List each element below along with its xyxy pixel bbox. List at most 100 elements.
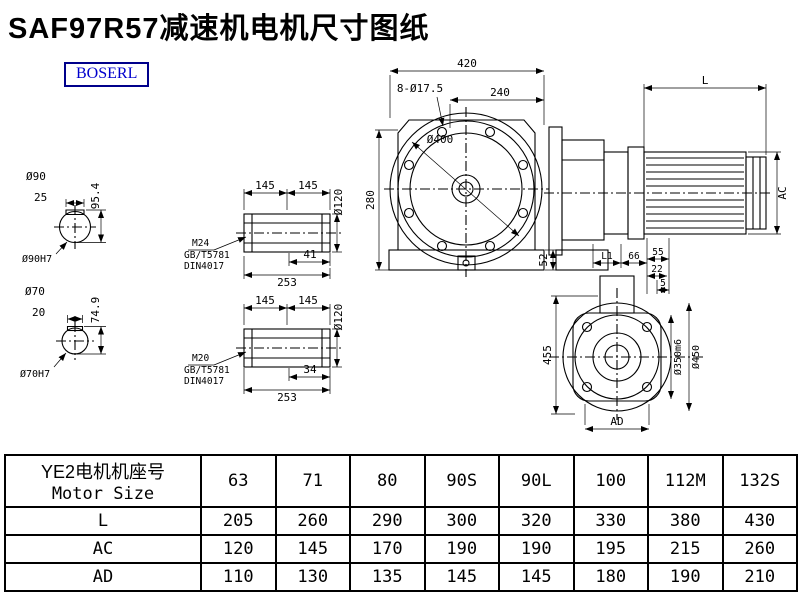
cell-L-6: 380 (647, 506, 724, 536)
dim-145-a: 145 (255, 179, 275, 192)
dimension-drawing: 420 8-Ø17.5 240 Ø400 280 52 L AC (20, 57, 789, 432)
dim-L: L (702, 74, 709, 87)
cell-L-4: 320 (498, 506, 575, 536)
motor-size-table: YE2电机机座号 Motor Size 63 71 80 90S 90L 100… (4, 454, 798, 592)
dim-455: 455 (541, 345, 554, 365)
side-view-dimensions (592, 84, 781, 294)
table-row-L: L 205 260 290 300 320 330 380 430 (4, 506, 798, 536)
cell-AD-5: 180 (572, 562, 649, 592)
dim-L1: L1 (601, 251, 613, 262)
table-row-AD: AD 110 130 135 145 145 180 190 210 (4, 562, 798, 592)
hollow-shaft-m20 (236, 328, 342, 368)
column-header-71: 71 (274, 454, 351, 508)
dim-d120-top: Ø120 (332, 189, 345, 216)
cell-AC-3: 190 (423, 534, 500, 564)
dim-5: 5 (660, 278, 666, 289)
cell-L-2: 290 (349, 506, 426, 536)
label-din4017-bottom: DIN4017 (184, 376, 224, 387)
table-header-row: YE2电机机座号 Motor Size 63 71 80 90S 90L 100… (4, 454, 798, 508)
row-label-L: L (4, 506, 202, 536)
header-cn-label: YE2电机机座号 (40, 462, 166, 482)
cell-L-5: 330 (572, 506, 649, 536)
table-header-motor-size: YE2电机机座号 Motor Size (4, 454, 202, 508)
dim-55: 55 (652, 247, 663, 258)
label-gb-t5781-top: GB/T5781 (184, 250, 230, 261)
cell-AD-6: 190 (647, 562, 724, 592)
dim-d400: Ø400 (427, 133, 454, 146)
dim-key25: 25 (34, 191, 47, 204)
cell-AC-0: 120 (200, 534, 277, 564)
dim-41: 41 (303, 248, 316, 261)
column-header-80: 80 (349, 454, 426, 508)
dim-34: 34 (303, 363, 317, 376)
shaft-section-70 (56, 322, 94, 360)
label-din4017-top: DIN4017 (184, 261, 224, 272)
dim-74-9: 74.9 (89, 297, 102, 324)
dim-AD: AD (610, 415, 623, 428)
cell-AC-1: 145 (274, 534, 351, 564)
dim-d90: Ø90 (26, 170, 46, 183)
table-row-AC: AC 120 145 170 190 190 195 215 260 (4, 534, 798, 564)
dim-280: 280 (364, 190, 377, 210)
dim-key20: 20 (32, 306, 45, 319)
dim-66: 66 (628, 251, 640, 262)
page-title: SAF97R57减速机电机尺寸图纸 (8, 13, 430, 45)
cell-L-7: 430 (721, 506, 798, 536)
column-header-100: 100 (572, 454, 649, 508)
dim-8xd17-5: 8-Ø17.5 (397, 82, 443, 95)
dim-d450: Ø450 (690, 345, 702, 369)
cell-AC-6: 215 (647, 534, 724, 564)
cell-AC-5: 195 (572, 534, 649, 564)
shaft-70-dimensions (53, 315, 106, 368)
dim-d90h7: Ø90H7 (22, 253, 52, 265)
cell-AD-2: 135 (349, 562, 426, 592)
flange-view-dimensions (551, 295, 692, 432)
cell-AC-7: 260 (721, 534, 798, 564)
front-view-dimensions (375, 68, 558, 271)
dim-d70: Ø70 (25, 285, 45, 298)
label-m20: M20 (192, 353, 209, 364)
dim-95-4: 95.4 (89, 182, 102, 209)
dim-d350m6: Ø350m6 (672, 339, 684, 375)
shaft-90-dimensions (55, 199, 106, 255)
cell-AD-4: 145 (498, 562, 575, 592)
dim-240: 240 (490, 86, 510, 99)
dim-d70h7: Ø70H7 (20, 368, 50, 380)
column-header-90l: 90L (498, 454, 575, 508)
row-label-AC: AC (4, 534, 202, 564)
dim-145-b: 145 (298, 179, 318, 192)
cell-L-1: 260 (274, 506, 351, 536)
dim-145-c: 145 (255, 294, 275, 307)
dim-22: 22 (651, 264, 662, 275)
cell-AD-7: 210 (721, 562, 798, 592)
dim-253-bottom: 253 (277, 391, 297, 404)
row-label-AD: AD (4, 562, 202, 592)
hollow-m20-dimensions (188, 304, 342, 394)
cell-L-0: 205 (200, 506, 277, 536)
cell-AD-0: 110 (200, 562, 277, 592)
column-header-112m: 112M (647, 454, 724, 508)
cell-AD-3: 145 (423, 562, 500, 592)
hollow-shaft-m24 (236, 213, 342, 253)
cell-AC-4: 190 (498, 534, 575, 564)
label-gb-t5781-bottom: GB/T5781 (184, 365, 230, 376)
column-header-90s: 90S (423, 454, 500, 508)
dim-d120-bottom: Ø120 (332, 304, 345, 331)
dim-420: 420 (457, 57, 477, 70)
hollow-m24-dimensions (188, 189, 342, 279)
dim-253-top: 253 (277, 276, 297, 289)
dim-AC: AC (776, 186, 789, 199)
cell-L-3: 300 (423, 506, 500, 536)
header-en-label: Motor Size (51, 484, 155, 504)
label-m24: M24 (192, 238, 209, 249)
shaft-section-90 (54, 205, 96, 249)
cell-AD-1: 130 (274, 562, 351, 592)
front-view-outline (384, 107, 549, 277)
cell-AC-2: 170 (349, 534, 426, 564)
dim-145-d: 145 (298, 294, 318, 307)
brand-logo: BOSERL (64, 62, 150, 87)
column-header-132s: 132S (721, 454, 798, 508)
column-header-63: 63 (200, 454, 277, 508)
dim-52: 52 (537, 253, 550, 266)
side-view-outline (544, 126, 772, 271)
